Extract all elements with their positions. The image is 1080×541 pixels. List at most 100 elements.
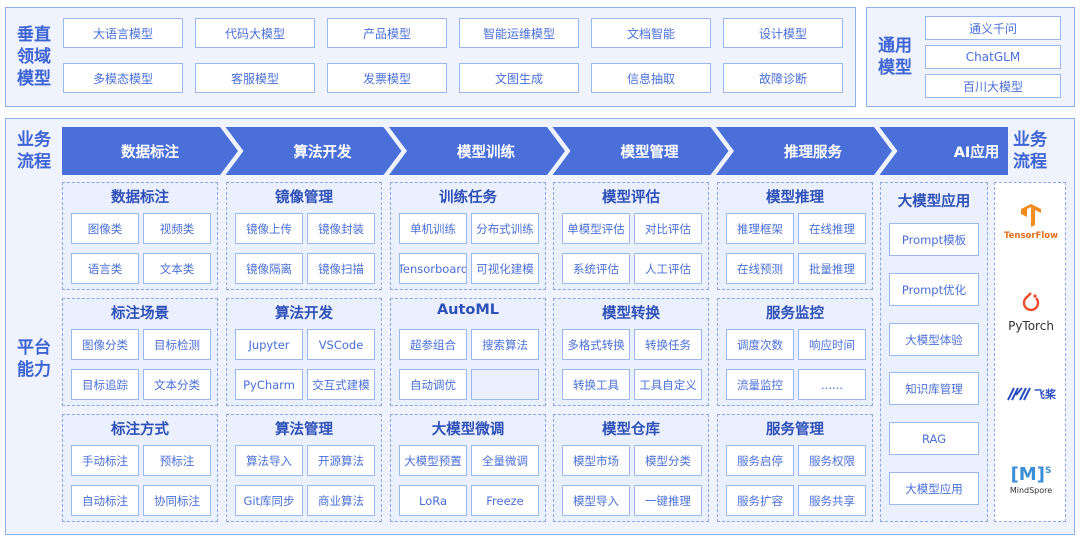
paddlepaddle-logo: 飞桨 [995, 386, 1067, 406]
group-title: 大模型微调 [431, 422, 505, 438]
capability-item[interactable]: 视频类 [143, 213, 211, 244]
capability-item[interactable]: 人工评估 [634, 253, 702, 284]
model-tag[interactable]: 产品模型 [327, 18, 447, 48]
ai-app-item[interactable]: 大模型体验 [889, 323, 979, 356]
capability-item[interactable]: 单机训练 [399, 213, 467, 244]
capability-item[interactable]: 单模型评估 [562, 213, 630, 244]
capability-item[interactable]: 对比评估 [634, 213, 702, 244]
capability-item[interactable]: 一键推理 [634, 485, 702, 516]
model-tag[interactable]: 故障诊断 [723, 63, 843, 93]
capability-item[interactable]: 搜索算法 [471, 329, 539, 360]
flow-step-label: 推理服务 [784, 144, 842, 161]
label-line: 业务 [1013, 130, 1047, 150]
capability-item[interactable]: 响应时间 [798, 329, 866, 360]
ai-app-item[interactable]: RAG [889, 422, 979, 455]
model-tag[interactable]: 大语言模型 [63, 18, 183, 48]
capability-item[interactable]: 文本分类 [143, 369, 211, 400]
capability-item[interactable]: Jupyter [235, 329, 303, 360]
capability-item[interactable]: 文本类 [143, 253, 211, 284]
ai-app-item[interactable]: Prompt模板 [889, 223, 979, 256]
capability-item[interactable]: 自动调优 [399, 369, 467, 400]
ai-app-item[interactable]: 知识库管理 [889, 372, 979, 405]
flow-step-label: 算法开发 [293, 144, 352, 161]
capability-item[interactable]: 模型导入 [562, 485, 630, 516]
capability-item[interactable]: 服务共享 [798, 485, 866, 516]
capability-item[interactable]: 多格式转换 [562, 329, 630, 360]
capability-item[interactable]: 可视化建模 [471, 253, 539, 284]
model-tag[interactable]: 代码大模型 [195, 18, 315, 48]
capability-group: 数据标注图像类视频类语言类文本类 [62, 182, 218, 290]
capability-item[interactable]: 目标追踪 [71, 369, 139, 400]
group-title: 模型转换 [602, 306, 660, 322]
model-tag[interactable]: 文档智能 [591, 18, 711, 48]
capability-item[interactable]: 开源算法 [307, 445, 375, 476]
capability-item[interactable]: 镜像扫描 [307, 253, 375, 284]
model-tag[interactable]: 百川大模型 [925, 74, 1061, 98]
capability-item[interactable]: 协同标注 [143, 485, 211, 516]
ai-app-item[interactable]: Prompt优化 [889, 273, 979, 306]
model-tag[interactable]: 客服模型 [195, 63, 315, 93]
capability-item[interactable]: 系统评估 [562, 253, 630, 284]
capability-item[interactable]: 镜像隔离 [235, 253, 303, 284]
capability-item[interactable]: 批量推理 [798, 253, 866, 284]
capability-item[interactable]: 分布式训练 [471, 213, 539, 244]
model-tag[interactable]: 信息抽取 [591, 63, 711, 93]
capability-item[interactable]: 推理框架 [726, 213, 794, 244]
capability-item[interactable]: 图像类 [71, 213, 139, 244]
capability-item[interactable]: Tensorboard [399, 253, 467, 284]
capability-item[interactable]: 商业算法 [307, 485, 375, 516]
mindspore-icon: [M]S [1010, 464, 1052, 485]
capability-item[interactable]: 在线预测 [726, 253, 794, 284]
capability-item[interactable]: 流量监控 [726, 369, 794, 400]
model-tag[interactable]: 文图生成 [459, 63, 579, 93]
group-title: 算法管理 [275, 422, 333, 438]
capability-item[interactable]: 服务扩容 [726, 485, 794, 516]
capability-item[interactable]: 工具自定义 [634, 369, 702, 400]
capability-item[interactable]: 模型分类 [634, 445, 702, 476]
capability-item[interactable]: 服务权限 [798, 445, 866, 476]
label-line: 流程 [1013, 152, 1047, 172]
capability-item[interactable]: Freeze [471, 485, 539, 516]
label-line: 领域 [17, 47, 51, 67]
model-tag[interactable]: 多模态模型 [63, 63, 183, 93]
empty-cell [471, 369, 539, 400]
model-tag[interactable]: 智能运维模型 [459, 18, 579, 48]
capability-item[interactable]: 超参组合 [399, 329, 467, 360]
capability-item[interactable]: 转换任务 [634, 329, 702, 360]
capability-item[interactable]: 预标注 [143, 445, 211, 476]
group-title: 模型仓库 [602, 422, 660, 438]
capability-item[interactable]: 语言类 [71, 253, 139, 284]
capability-item[interactable]: 全量微调 [471, 445, 539, 476]
model-tag[interactable]: 通义千问 [925, 16, 1061, 40]
model-tag[interactable]: ChatGLM [925, 45, 1061, 69]
capability-item[interactable]: 自动标注 [71, 485, 139, 516]
flow-step-label: AI应用 [953, 144, 1000, 161]
capability-item[interactable]: 交互式建模 [307, 369, 375, 400]
capability-item[interactable]: 目标检测 [143, 329, 211, 360]
capability-item[interactable]: LoRa [399, 485, 467, 516]
capability-item[interactable]: 图像分类 [71, 329, 139, 360]
label-line: 模型 [878, 58, 912, 78]
label-line: 垂直 [17, 25, 51, 45]
capability-item[interactable]: Git库同步 [235, 485, 303, 516]
ai-app-item[interactable]: 大模型应用 [889, 472, 979, 505]
capability-group: 服务管理服务启停服务权限服务扩容服务共享 [717, 414, 873, 522]
model-tag[interactable]: 发票模型 [327, 63, 447, 93]
capability-item[interactable]: 手动标注 [71, 445, 139, 476]
capability-item[interactable]: 在线推理 [798, 213, 866, 244]
capability-item[interactable]: 模型市场 [562, 445, 630, 476]
capability-item[interactable]: VSCode [307, 329, 375, 360]
model-tag[interactable]: 设计模型 [723, 18, 843, 48]
capability-item[interactable]: 转换工具 [562, 369, 630, 400]
capability-item[interactable]: 镜像封装 [307, 213, 375, 244]
label-line: 能力 [17, 360, 51, 380]
group-title: 标注方式 [111, 422, 169, 438]
capability-item[interactable]: 调度次数 [726, 329, 794, 360]
capability-item[interactable]: ...... [798, 369, 866, 400]
capability-item[interactable]: 服务启停 [726, 445, 794, 476]
capability-item[interactable]: 镜像上传 [235, 213, 303, 244]
capability-item[interactable]: 大模型预置 [399, 445, 467, 476]
capability-item[interactable]: 算法导入 [235, 445, 303, 476]
capability-item[interactable]: PyCharm [235, 369, 303, 400]
